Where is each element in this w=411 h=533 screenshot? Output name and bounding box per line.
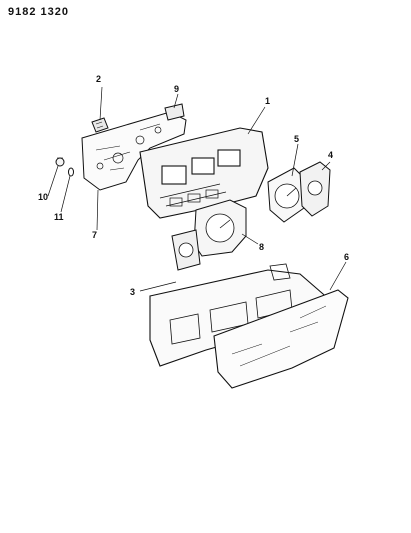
bulb-socket bbox=[55, 157, 65, 167]
callout-9: 9 bbox=[174, 84, 179, 94]
fuel-gauge-module bbox=[299, 161, 331, 217]
connector-bracket bbox=[91, 117, 109, 133]
callout-11: 11 bbox=[54, 212, 64, 222]
speedometer-gauge bbox=[267, 167, 307, 223]
cluster-lens bbox=[213, 289, 349, 389]
gauge-assembly bbox=[171, 199, 247, 271]
callout-5: 5 bbox=[294, 134, 299, 144]
callout-10: 10 bbox=[38, 192, 48, 202]
callout-6: 6 bbox=[344, 252, 349, 262]
leader-lines bbox=[47, 86, 347, 292]
cluster-housing bbox=[139, 127, 269, 219]
document-id: 9182 1320 bbox=[8, 6, 69, 18]
callout-3: 3 bbox=[130, 287, 135, 297]
callout-1: 1 bbox=[265, 96, 270, 106]
bulb bbox=[68, 167, 74, 177]
callout-2: 2 bbox=[96, 74, 101, 84]
callout-7: 7 bbox=[92, 230, 97, 240]
callout-4: 4 bbox=[328, 150, 333, 160]
mounting-bracket bbox=[164, 103, 185, 121]
callout-8: 8 bbox=[259, 242, 264, 252]
